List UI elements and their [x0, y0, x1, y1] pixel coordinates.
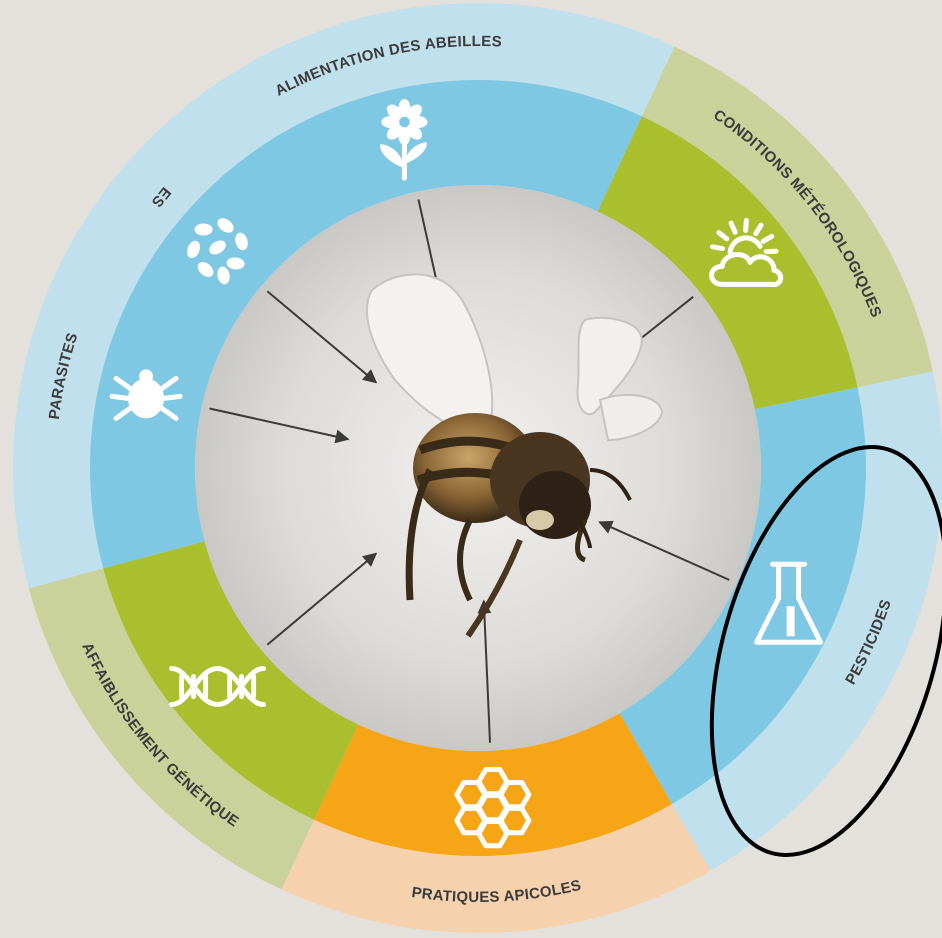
- bee-threats-diagram: ALIMENTATION DES ABEILLESCONDITIONS MÉTÉ…: [0, 0, 942, 938]
- diagram-svg: ALIMENTATION DES ABEILLESCONDITIONS MÉTÉ…: [0, 0, 942, 938]
